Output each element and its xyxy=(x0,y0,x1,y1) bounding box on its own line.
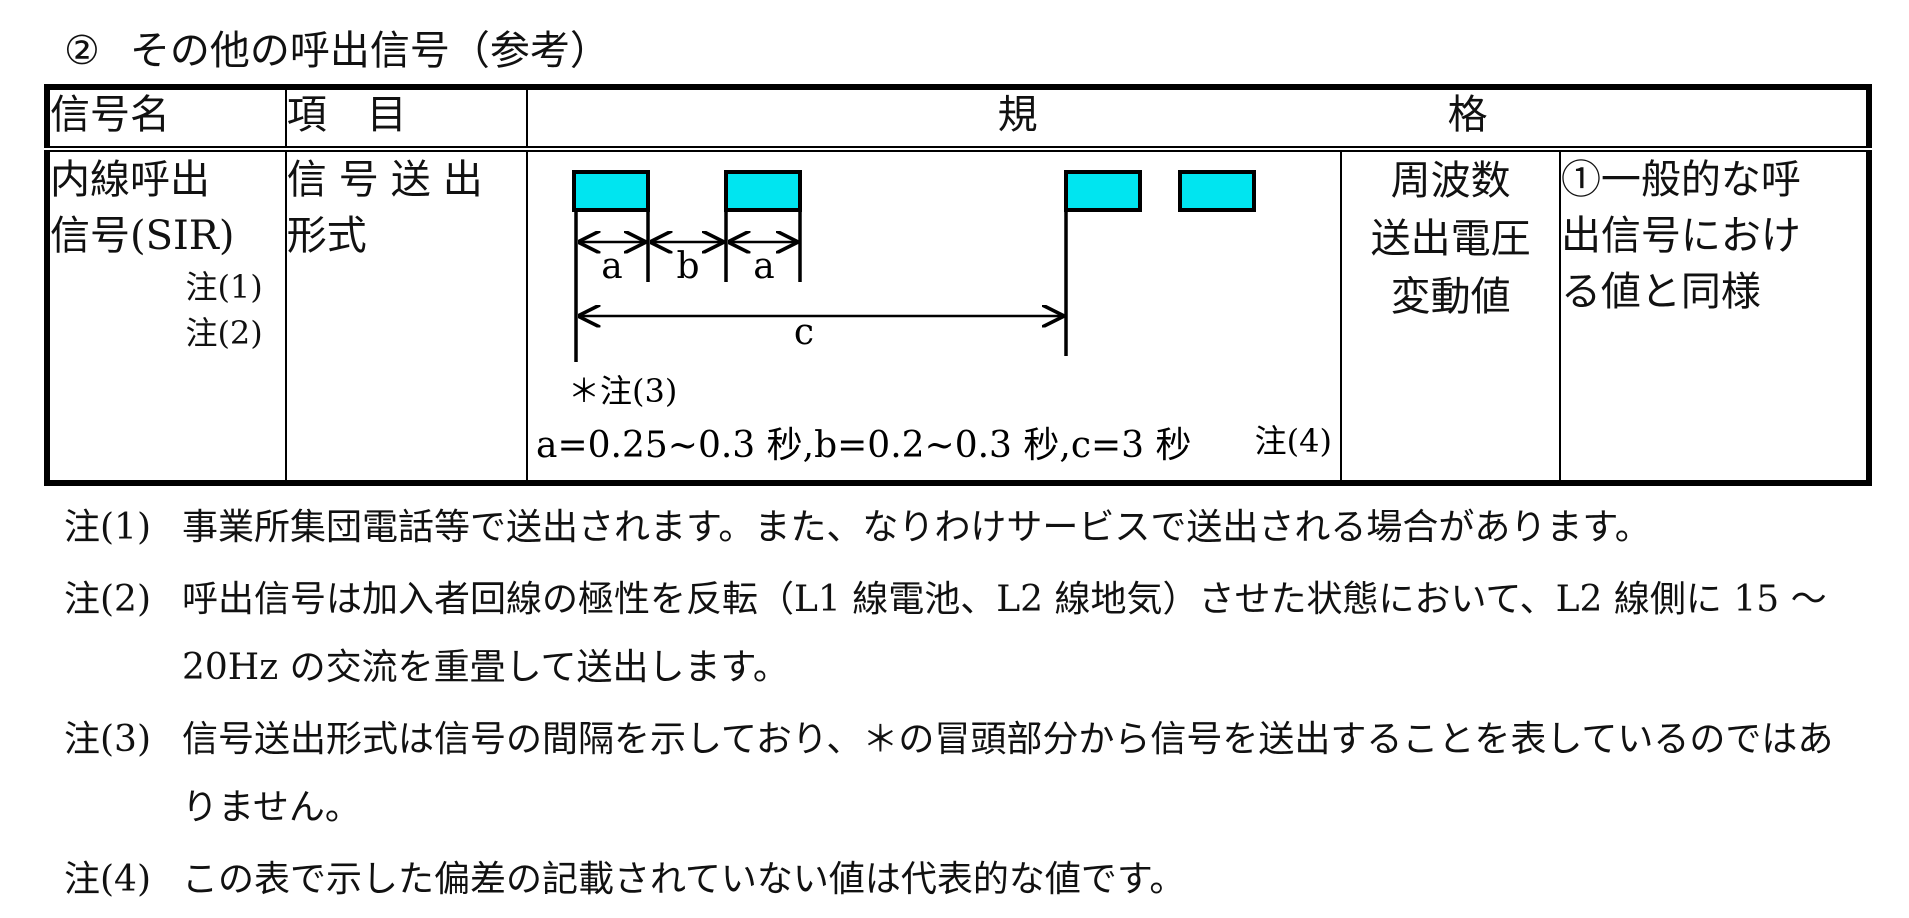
item-line-1: 信号送出 xyxy=(286,157,495,203)
footnote-1: 注(1) 事業所集団電話等で送出されます。また、なりわけサービスで送出される場合… xyxy=(64,494,1864,562)
table-header-row: 信号名 項 目 規 格 xyxy=(46,86,1871,152)
note-ref-4: 注(4) xyxy=(1254,422,1331,460)
cell-timing-diagram: a b a c ＊注(3) a=0.25~0.3 秒,b=0.2~0.3 秒,c… xyxy=(525,148,1343,484)
header-item: 項 目 xyxy=(284,86,528,152)
note-line-1: ①一般的な呼 xyxy=(1560,157,1801,203)
footnote-3-text: 信号送出形式は信号の間隔を示しており、＊の冒頭部分から信号を送出することを表して… xyxy=(182,719,1834,828)
footnote-4: 注(4) この表で示した偏差の記載されていない値は代表的な値です。 xyxy=(64,846,1864,914)
signal-pulse-4 xyxy=(1177,170,1256,212)
variation-label: 変動値 xyxy=(1390,274,1511,320)
note-ref-2: 注(2) xyxy=(185,314,263,352)
cell-note: ①一般的な呼 出信号におけ る値と同様 xyxy=(1558,148,1871,484)
label-a-1: a xyxy=(601,246,622,287)
header-spec-char-2: 格 xyxy=(1447,92,1488,138)
timing-values: a=0.25~0.3 秒,b=0.2~0.3 秒,c=3 秒 xyxy=(536,425,1192,466)
footnote-2-label: 注(2) xyxy=(64,579,151,620)
footnote-2: 注(2) 呼出信号は加入者回線の極性を反転（L1 線電池、L2 線地気）させた状… xyxy=(64,566,1864,702)
timing-diagram: a b a c ＊注(3) a=0.25~0.3 秒,b=0.2~0.3 秒,c… xyxy=(536,170,1332,466)
header-item-label: 項 目 xyxy=(286,92,407,138)
footnote-1-text: 事業所集団電話等で送出されます。また、なりわけサービスで送出される場合があります… xyxy=(182,507,1651,548)
label-b: b xyxy=(676,246,699,287)
footnote-3-label: 注(3) xyxy=(64,719,151,760)
signal-pulse-3 xyxy=(1063,170,1142,212)
label-c: c xyxy=(793,312,813,353)
note-line-2: 出信号におけ xyxy=(1560,213,1801,259)
cell-signal-name: 内線呼出 信号(SIR) 注(1) 注(2) xyxy=(46,148,287,484)
signal-pulse-2 xyxy=(723,170,802,212)
note-line-3: る値と同様 xyxy=(1560,269,1761,315)
section-number: ② xyxy=(64,28,100,74)
footnote-1-label: 注(1) xyxy=(64,507,151,548)
frequency-label: 周波数 xyxy=(1390,158,1511,204)
signal-pulse-1 xyxy=(571,170,650,212)
footnote-3: 注(3) 信号送出形式は信号の間隔を示しており、＊の冒頭部分から信号を送出するこ… xyxy=(64,706,1864,842)
cell-frequency: 周波数 送出電圧 変動値 xyxy=(1340,148,1561,484)
signal-name-line-1: 内線呼出 xyxy=(50,157,210,203)
footnote-2-text: 呼出信号は加入者回線の極性を反転（L1 線電池、L2 線地気）させた状態において… xyxy=(182,579,1827,688)
footnotes: 注(1) 事業所集団電話等で送出されます。また、なりわけサービスで送出される場合… xyxy=(64,494,1864,918)
section-heading: ② その他の呼出信号（参考） xyxy=(64,24,610,78)
signal-name-line-2: 信号(SIR) xyxy=(50,213,235,259)
item-line-2: 形式 xyxy=(286,213,367,259)
header-spec: 規 格 xyxy=(525,86,1871,152)
header-signal-name: 信号名 xyxy=(46,86,287,152)
footnote-4-text: この表で示した偏差の記載されていない値は代表的な値です。 xyxy=(182,859,1186,900)
header-spec-char-1: 規 xyxy=(997,92,1038,138)
label-a-2: a xyxy=(753,246,774,287)
table-row: 内線呼出 信号(SIR) 注(1) 注(2) 信号送出 形式 xyxy=(46,148,1871,484)
spec-table: 信号名 項 目 規 格 内線呼出 信号(SIR) 注(1) 注(2) 信号送出 … xyxy=(44,84,1872,486)
footnote-4-label: 注(4) xyxy=(64,859,151,900)
section-title: その他の呼出信号（参考） xyxy=(129,28,610,74)
note-ref-1: 注(1) xyxy=(185,268,263,306)
cell-item: 信号送出 形式 xyxy=(284,148,528,484)
voltage-label: 送出電圧 xyxy=(1370,216,1531,262)
star-note-3: ＊注(3) xyxy=(568,372,677,410)
